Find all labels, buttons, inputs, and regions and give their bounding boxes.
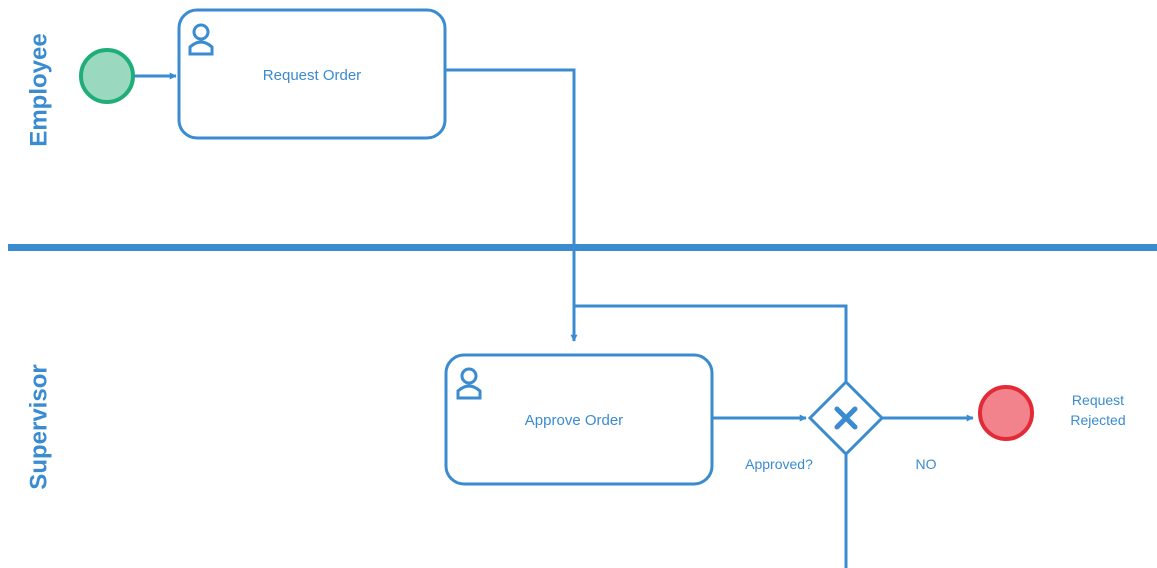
task-approve-order[interactable]: Approve Order — [444, 353, 714, 486]
start-event[interactable] — [79, 48, 135, 104]
gateway-question-label: Approved? — [745, 456, 813, 472]
flow-label-no: NO — [916, 456, 937, 472]
end-event-label-line1: Request — [1072, 392, 1124, 408]
flow-gateway-loop-back — [574, 304, 848, 382]
task-request-order[interactable]: Request Order — [177, 8, 447, 140]
end-event[interactable] — [978, 385, 1034, 441]
flow-request-to-approve — [446, 68, 578, 342]
task-box — [177, 8, 447, 140]
end-event-label-line2: Rejected — [1070, 412, 1125, 428]
lane-divider — [8, 244, 1157, 251]
exclusive-gateway[interactable] — [807, 379, 885, 457]
user-icon — [456, 367, 482, 400]
lane-label-employee: Employee — [25, 33, 52, 146]
task-label-request-order: Request Order — [263, 67, 361, 84]
lane-label-supervisor: Supervisor — [25, 364, 52, 489]
exclusive-x-icon — [834, 406, 858, 430]
user-icon — [188, 23, 214, 56]
task-label-approve-order: Approve Order — [525, 412, 623, 429]
